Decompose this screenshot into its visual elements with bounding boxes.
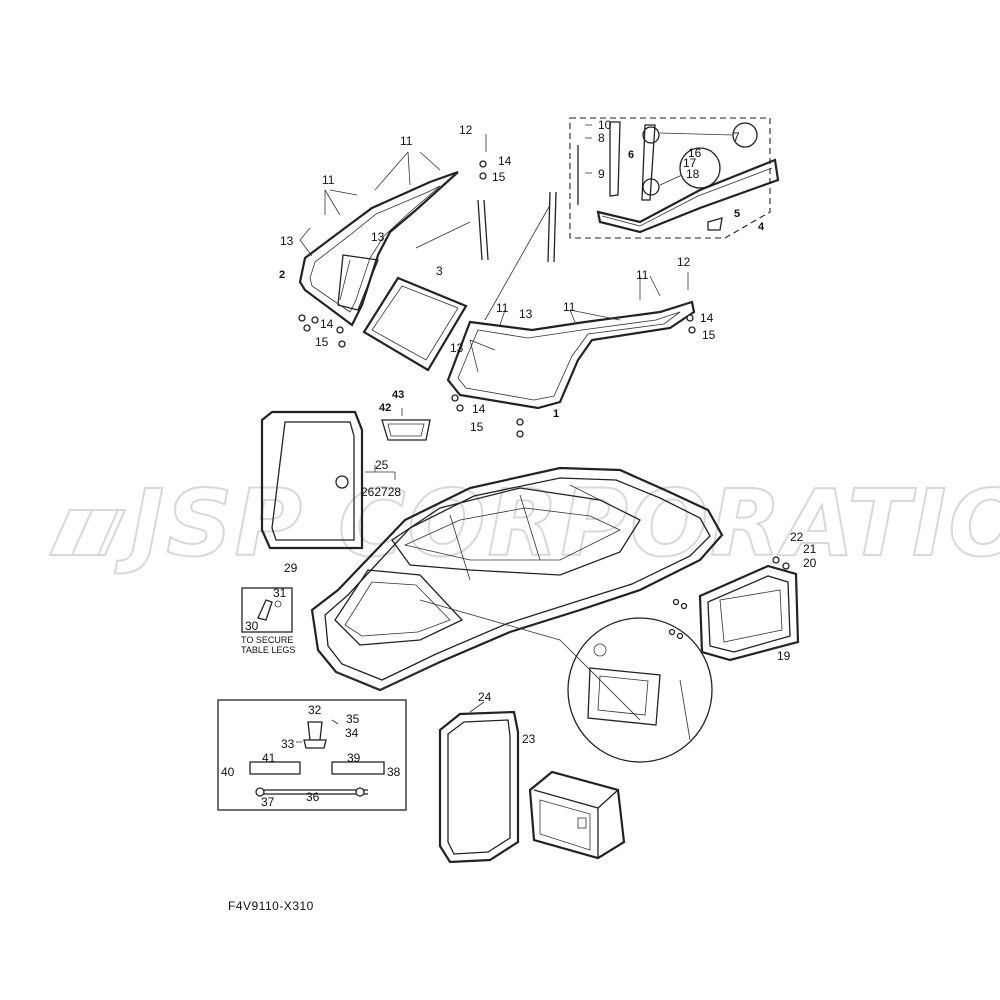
windshield-frame-left	[298, 170, 459, 327]
windshield-center	[362, 276, 468, 372]
callout-14-top: 14	[498, 154, 512, 168]
callout-40: 40	[221, 765, 235, 779]
callout-26-27-28: 262728	[361, 485, 401, 499]
callout-13-lower: 13	[450, 341, 464, 355]
note-box-table-legs	[241, 587, 293, 633]
callout-14-bottom: 14	[472, 402, 486, 416]
callout-41: 41	[262, 751, 276, 765]
callout-34: 34	[345, 726, 359, 740]
callout-4: 4	[758, 221, 765, 233]
callout-12-right: 12	[677, 255, 691, 269]
callout-33: 33	[281, 737, 295, 751]
support-struts	[339, 191, 557, 321]
callout-13-left: 13	[280, 234, 294, 248]
callout-42: 42	[379, 402, 391, 414]
callout-43: 43	[392, 389, 404, 401]
callout-11-top: 11	[400, 134, 413, 148]
callout-16: 16	[688, 146, 702, 160]
callout-37: 37	[261, 795, 275, 809]
callout-18: 18	[686, 167, 700, 181]
diagram-code: F4V9110-X310	[228, 899, 314, 913]
callout-11-right: 11	[636, 268, 649, 282]
callout-6: 6	[628, 149, 634, 161]
callout-19: 19	[777, 649, 791, 663]
storage-box	[668, 556, 800, 662]
fasteners	[298, 134, 696, 438]
callout-35: 35	[346, 712, 360, 726]
note-line-2: TABLE LEGS	[241, 645, 295, 655]
hatch-door	[260, 410, 364, 550]
callout-14-right: 14	[700, 311, 714, 325]
watermark: JSP CORPORATION	[48, 469, 1000, 578]
leader-lines	[299, 151, 661, 480]
boat-hull	[310, 466, 724, 721]
callout-13-upper: 13	[371, 230, 385, 244]
callout-11-mid: 11	[563, 300, 576, 314]
detail-box-frame-strip	[569, 117, 780, 239]
callout-17: 17	[683, 156, 697, 170]
watermark-text: JSP CORPORATION	[114, 470, 1000, 577]
callout-3: 3	[436, 264, 443, 278]
callout-15-right: 15	[702, 328, 716, 342]
callout-12-top: 12	[459, 123, 473, 137]
note-line-1: TO SECURE	[241, 635, 293, 645]
callout-20: 20	[803, 556, 817, 570]
callout-21: 21	[803, 542, 817, 556]
callout-14-left: 14	[320, 317, 334, 331]
callout-38: 38	[387, 765, 401, 779]
callout-2: 2	[279, 269, 285, 281]
callout-23: 23	[522, 732, 536, 746]
callout-10: 10	[598, 118, 612, 132]
cabinet-unit	[528, 770, 626, 860]
callout-25: 25	[375, 458, 389, 472]
callout-8: 8	[598, 131, 605, 145]
callout-5: 5	[734, 208, 740, 220]
callout-24: 24	[478, 690, 492, 704]
callout-36: 36	[306, 790, 320, 804]
parts-box-table	[217, 699, 407, 811]
callout-15-top: 15	[492, 170, 506, 184]
callout-29: 29	[284, 561, 298, 575]
callout-1: 1	[553, 408, 559, 420]
callout-22: 22	[790, 530, 804, 544]
callout-32: 32	[308, 703, 322, 717]
magnified-detail	[567, 617, 713, 763]
callout-31: 31	[273, 586, 287, 600]
callout-11-center: 11	[496, 301, 509, 315]
callout-7: 7	[733, 130, 740, 144]
cup-holder	[381, 408, 431, 441]
callout-9: 9	[598, 167, 605, 181]
callout-39: 39	[347, 751, 361, 765]
windshield-frame-right	[446, 300, 696, 410]
callout-15-bottom: 15	[470, 420, 484, 434]
callout-15-left: 15	[315, 335, 329, 349]
callout-30: 30	[245, 619, 259, 633]
callout-labels: 1 2 3 4 5 6 7 8 9 10 11 11 11 11 11 12 1…	[221, 118, 817, 809]
callout-13-mid: 13	[519, 307, 533, 321]
window-pane	[438, 701, 520, 864]
callout-11-left: 11	[322, 173, 335, 187]
